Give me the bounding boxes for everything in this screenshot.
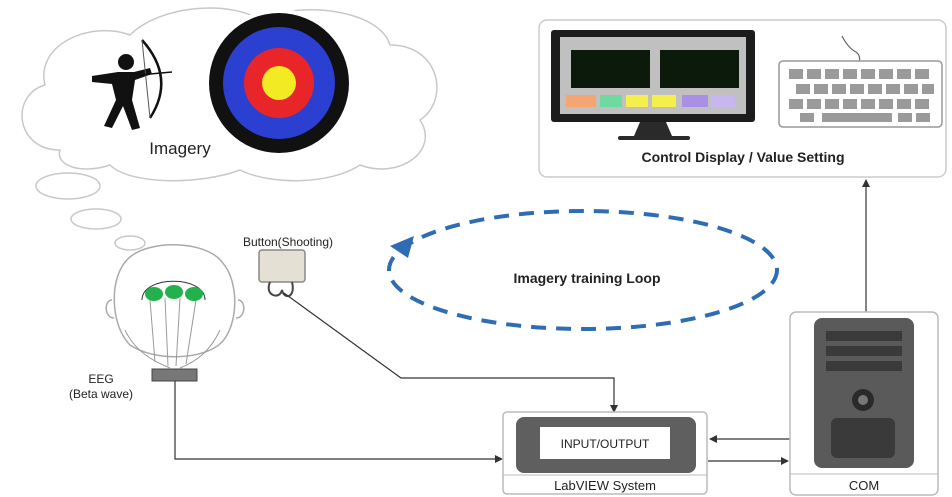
connection-lines bbox=[174, 179, 870, 465]
io-box bbox=[540, 427, 670, 459]
loop-label: Imagery training Loop bbox=[513, 270, 660, 286]
control-panel: Control Display / Value Setting bbox=[538, 19, 947, 178]
labview-label: LabVIEW System bbox=[554, 478, 656, 493]
keyboard-icon bbox=[778, 35, 943, 128]
control-display-label: Control Display / Value Setting bbox=[641, 149, 844, 165]
head-icon bbox=[105, 244, 245, 382]
com-label: COM bbox=[849, 478, 879, 493]
monitor-icon bbox=[551, 30, 755, 140]
target-icon bbox=[205, 9, 353, 157]
button-label: Button(Shooting) bbox=[243, 235, 333, 249]
computer-tower-icon bbox=[814, 318, 914, 468]
thought-bubble-small bbox=[114, 235, 146, 251]
thought-bubble-large bbox=[35, 172, 101, 200]
eeg-label: EEG bbox=[88, 372, 113, 386]
io-label: INPUT/OUTPUT bbox=[561, 437, 650, 451]
eeg-amplifier bbox=[151, 368, 198, 382]
archer-icon bbox=[92, 39, 173, 130]
imagery-label: Imagery bbox=[149, 139, 211, 158]
training-loop: Imagery training Loop bbox=[387, 209, 779, 331]
beta-wave-label: (Beta wave) bbox=[69, 387, 133, 401]
thought-bubble-medium bbox=[70, 208, 122, 230]
com-box: COM bbox=[789, 311, 939, 496]
electrode bbox=[185, 287, 203, 301]
electrode bbox=[165, 285, 183, 299]
labview-system: INPUT/OUTPUT LabVIEW System bbox=[502, 411, 708, 495]
loop-arrowhead-icon bbox=[390, 236, 414, 258]
button-device-icon bbox=[258, 249, 306, 298]
electrode bbox=[145, 287, 163, 301]
